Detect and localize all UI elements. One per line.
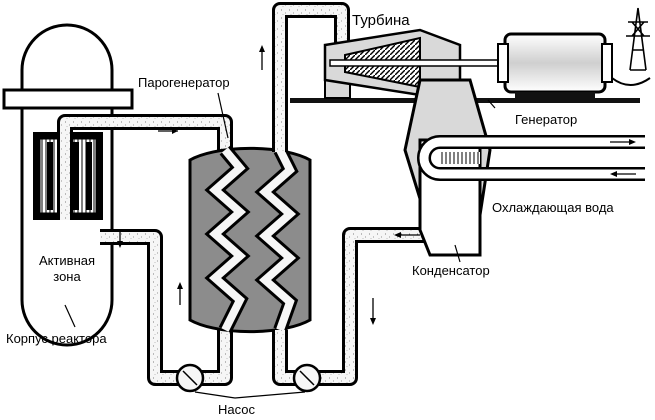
fuel-rod [73,142,79,210]
primary-coil-inner [208,147,247,332]
fuel-rod [47,142,53,210]
leader-lines [64,92,496,399]
generator-end-cap [601,43,613,83]
pump-label: Насос [218,402,255,417]
generator-label: Генератор [515,112,577,127]
primary-circuit [57,114,233,393]
generator-body [503,32,607,94]
secondary-circuit [272,2,425,393]
fuel-rod [86,142,92,210]
pump-blade [182,370,198,386]
flow-arrows [117,45,636,325]
reactor-dome [20,23,114,92]
power-cable [611,77,651,86]
condenser-tube-bank [440,152,480,164]
reactor-vessel-label: Корпус реактора [6,331,107,346]
cooling-water-label: Охлаждающая вода [492,200,614,215]
steam-generator [188,145,312,334]
steam-pipe-inner [275,5,347,152]
secondary-coil-inner [258,148,297,332]
primary-loop-pipe-inner [60,117,230,220]
turbine-shaft [329,59,506,67]
cooling-water-coil-inner [419,137,645,179]
generator-end-cap [497,43,509,83]
generator-base [515,92,595,98]
primary-return-pipe-inner [100,232,230,383]
power-tower-icon [611,7,651,86]
reactor-flange [2,88,134,110]
condenser-label: Конденсатор [412,263,490,278]
active-zone-label-line1: Активная [39,253,95,268]
pump-blade [299,370,315,386]
feedwater-pipe-inner [275,230,425,383]
condenser [417,135,645,257]
turbine-label: Турбина [352,12,410,29]
generator [497,32,613,98]
active-zone-label-line2: зона [53,269,81,284]
steam-generator-label: Парогенератор [138,75,230,90]
